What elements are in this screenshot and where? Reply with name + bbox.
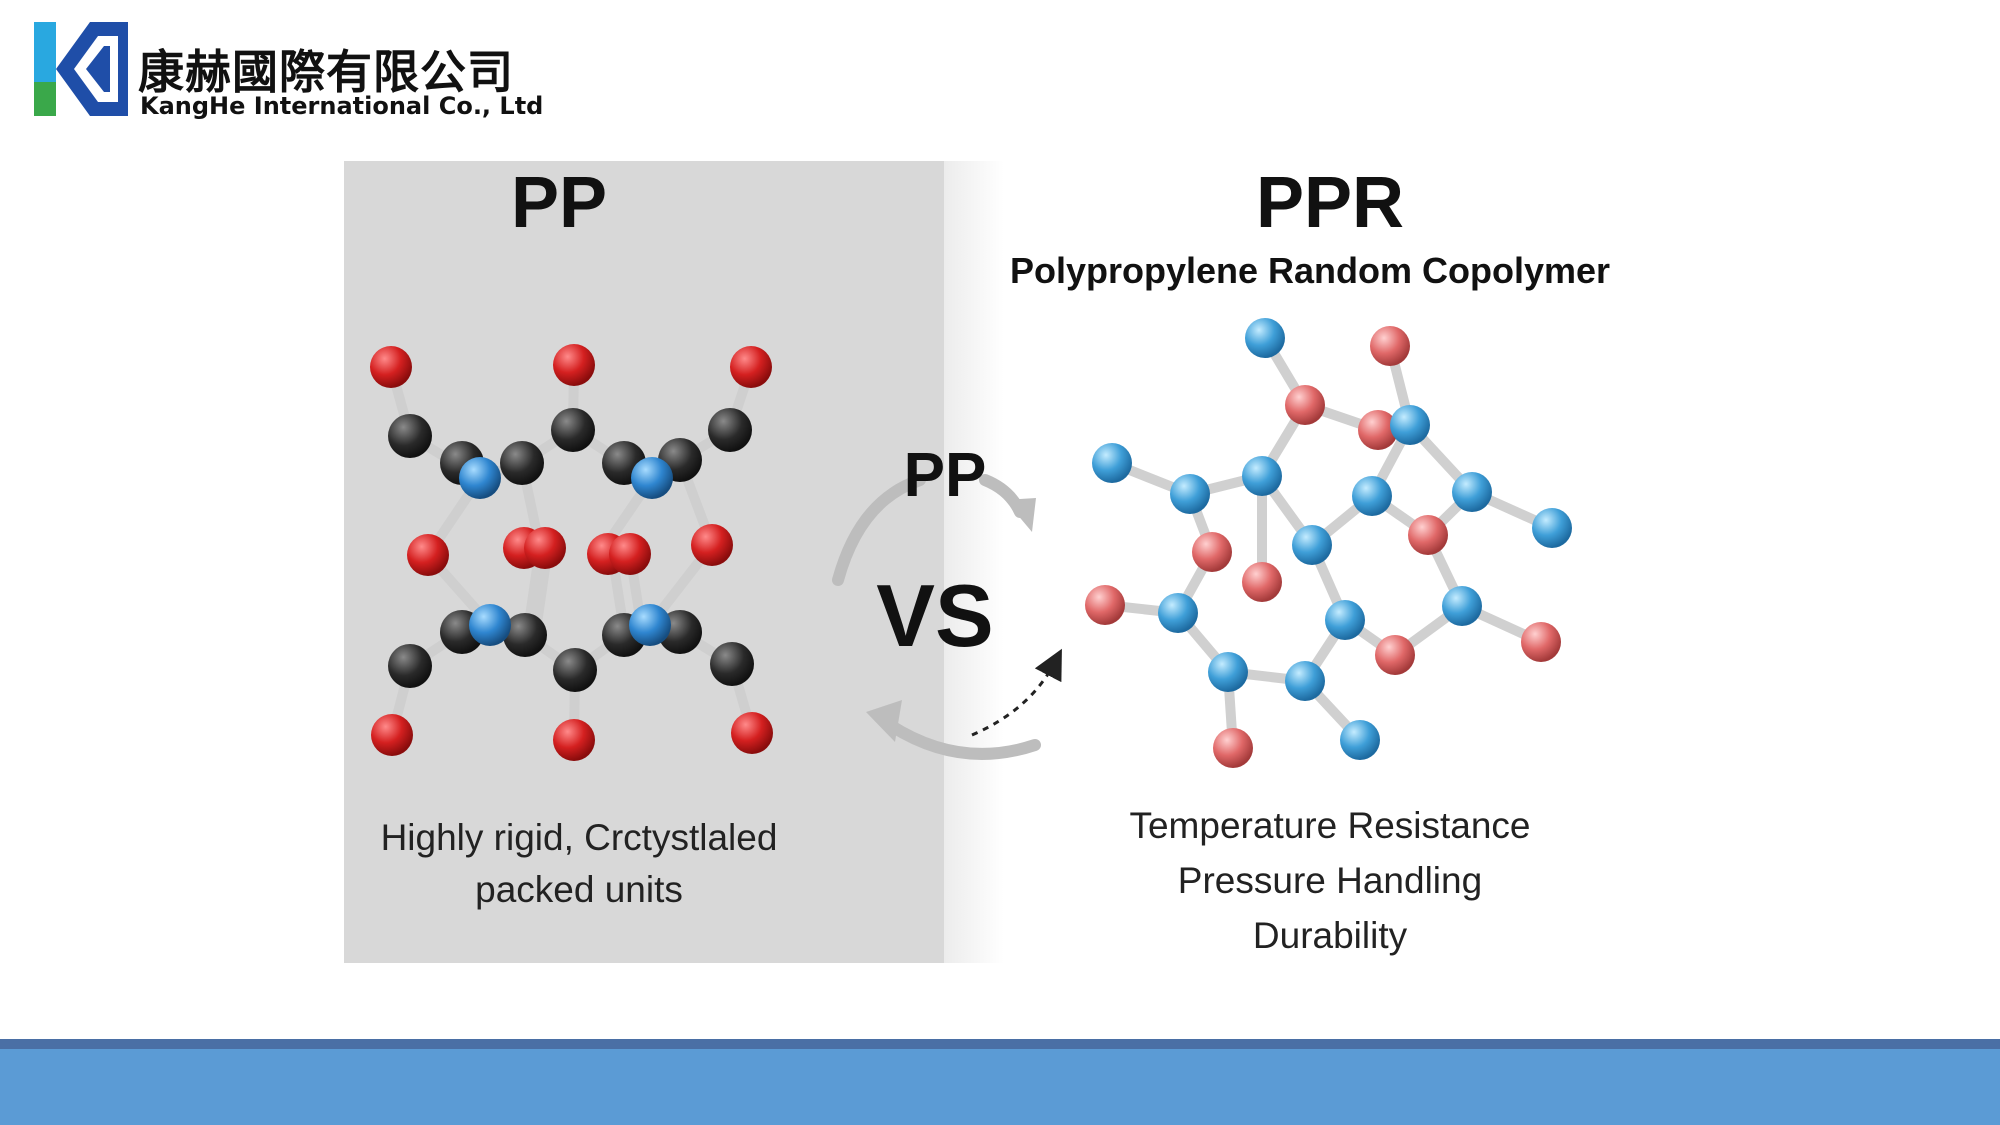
pp-molecule-atoms (370, 344, 773, 761)
company-logo: 康赫國際有限公司 KangHe International Co., Ltd (34, 22, 543, 122)
company-name-cn: 康赫國際有限公司 (138, 45, 514, 99)
ppr-property: Durability (1252, 915, 1408, 956)
ppr-property: Temperature Resistance (1129, 805, 1531, 846)
pp-description: Highly rigid, Crctystlaled packed units (344, 812, 814, 916)
footer-band (0, 1049, 2000, 1125)
ppr-molecule-atoms (1085, 318, 1572, 768)
logo-k-mark (34, 22, 128, 116)
pp-description-line: packed units (475, 869, 683, 910)
panel-fade (944, 161, 1004, 963)
company-name-en: KangHe International Co., Ltd (140, 92, 544, 120)
pp-description-line: Highly rigid, Crctystlaled (380, 817, 778, 858)
pp-title: PP (510, 163, 608, 243)
ppr-properties: Temperature Resistance Pressure Handling… (1020, 798, 1640, 963)
ppr-property: Pressure Handling (1177, 860, 1483, 901)
footer-divider (0, 1039, 2000, 1049)
ppr-title: PPR (1255, 163, 1405, 243)
cycle-arrow-icon (832, 474, 1062, 760)
center-pp-label: PP (903, 441, 987, 510)
vs-label: VS (876, 566, 994, 665)
ppr-subtitle: Polypropylene Random Copolymer (1009, 250, 1611, 291)
